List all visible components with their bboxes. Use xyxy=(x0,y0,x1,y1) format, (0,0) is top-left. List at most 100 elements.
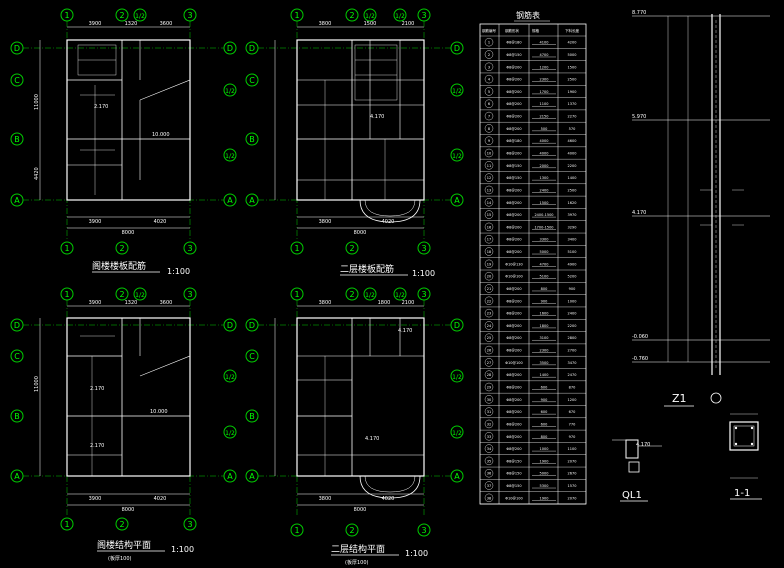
row-number-circle xyxy=(484,493,494,503)
row-number-circle xyxy=(484,345,494,355)
svg-text:2: 2 xyxy=(349,244,354,253)
grid-bubble-half2: 1/2 xyxy=(393,287,407,301)
row-spec: Φ8@150 xyxy=(506,472,521,476)
row-length: 2070 xyxy=(568,459,577,463)
row-shape: 5300 xyxy=(540,484,549,488)
row-length: 900 xyxy=(569,287,576,291)
row-spec: Φ8@200 xyxy=(506,373,521,377)
plan-second-floor-structure: 1 2 1/2 1/2 3 3800 1800 2100 D C B A D A… xyxy=(245,287,464,566)
grid-bubble-half-right2: 1/2 xyxy=(450,425,464,439)
row-number-circle xyxy=(484,296,494,305)
row-no: 14 xyxy=(487,201,492,205)
row-number-circle xyxy=(484,469,494,478)
row-no: 6 xyxy=(488,102,490,106)
row-spec: Φ10@100 xyxy=(505,275,522,279)
row-length: 5000 xyxy=(568,53,577,57)
svg-text:1/2: 1/2 xyxy=(225,430,235,437)
row-no: 1 xyxy=(488,41,490,45)
grid-bubble-a: A xyxy=(10,469,24,483)
grid-bubble-half-right2: 1/2 xyxy=(223,425,237,439)
grid-bubble-3-bottom: 3 xyxy=(183,241,197,255)
grid-bubble-1: 1 xyxy=(290,8,304,22)
svg-text:B: B xyxy=(249,135,255,144)
row-number-circle xyxy=(484,382,494,392)
grid-bubble-b: B xyxy=(245,132,259,146)
elev-2170: 2.170 xyxy=(94,104,108,110)
row-number-circle xyxy=(484,62,494,71)
elev-4170: 4.170 xyxy=(365,436,379,442)
elev-5970: 5.970 xyxy=(632,114,646,120)
row-shape: 4000 xyxy=(540,139,549,143)
row-length: 2500 xyxy=(568,188,577,192)
dim-3600: 3600 xyxy=(160,21,173,27)
svg-text:1/2: 1/2 xyxy=(452,374,462,381)
grid-bubble-3-bottom: 3 xyxy=(417,241,431,255)
elev-8770: 8.770 xyxy=(632,10,646,16)
row-shape: 1700 xyxy=(540,90,549,94)
dim-bottom-3800: 3800 xyxy=(319,496,332,502)
grid-bubble-2: 2 xyxy=(115,287,129,301)
svg-text:D: D xyxy=(14,321,20,330)
grid-bubble-3: 3 xyxy=(183,8,197,22)
grid-bubble-b: B xyxy=(245,409,259,423)
svg-text:A: A xyxy=(14,196,20,205)
row-no: 26 xyxy=(487,349,491,353)
row-no: 7 xyxy=(488,115,490,119)
row-shape: 3500 xyxy=(540,361,549,365)
svg-text:C: C xyxy=(14,76,20,85)
svg-text:A: A xyxy=(454,472,460,481)
dim-bottom-8000: 8000 xyxy=(122,230,135,236)
grid-bubble-1: 1 xyxy=(290,287,304,301)
row-shape: 4100 xyxy=(540,41,549,45)
row-shape: 1500 xyxy=(540,201,549,205)
svg-text:B: B xyxy=(249,412,255,421)
elev-4170: 4.170 xyxy=(632,210,646,216)
svg-text:1/2: 1/2 xyxy=(452,153,462,160)
dim-bottom-3800: 3800 xyxy=(319,219,332,225)
row-shape: 1100 xyxy=(540,102,549,106)
row-number-circle xyxy=(484,247,494,256)
grid-bubble-a-right: A xyxy=(223,469,237,483)
row-spec: Φ8@150 xyxy=(506,176,521,180)
row-number-circle xyxy=(484,161,494,170)
row-length: 5100 xyxy=(568,250,577,254)
grid-bubble-1: 1 xyxy=(60,8,74,22)
row-length: 3470 xyxy=(568,361,577,365)
row-spec: Φ8@200 xyxy=(506,127,521,131)
grid-bubble-half-right2: 1/2 xyxy=(450,148,464,162)
row-shape: 5000 xyxy=(540,472,549,476)
grid-bubble-2: 2 xyxy=(345,287,359,301)
svg-text:2: 2 xyxy=(349,290,354,299)
svg-text:3: 3 xyxy=(187,520,192,529)
svg-text:1/2: 1/2 xyxy=(135,292,145,299)
row-length: 1370 xyxy=(568,102,577,106)
svg-text:1/2: 1/2 xyxy=(365,13,375,20)
row-no: 15 xyxy=(487,213,491,217)
dim-11000: 11000 xyxy=(34,94,40,110)
svg-text:1: 1 xyxy=(64,520,69,529)
svg-text:1/2: 1/2 xyxy=(452,88,462,95)
row-no: 8 xyxy=(488,127,490,131)
row-shape: 1700-1500 xyxy=(534,225,553,229)
row-spec: Φ8@200 xyxy=(506,115,521,119)
plan-attic-slab-reinforcement: 1 2 1/2 3 3900 1320 3600 D C B A D A 1/2… xyxy=(10,8,237,276)
row-length: 670 xyxy=(569,410,576,414)
row-no: 36 xyxy=(487,472,491,476)
svg-text:1: 1 xyxy=(294,526,299,535)
dim-bottom-4020: 4020 xyxy=(154,496,167,502)
table-grid xyxy=(480,24,586,505)
row-no: 20 xyxy=(487,275,491,279)
z1-label: Z1 xyxy=(672,392,687,405)
grid-bubble-1-bottom: 1 xyxy=(60,517,74,531)
